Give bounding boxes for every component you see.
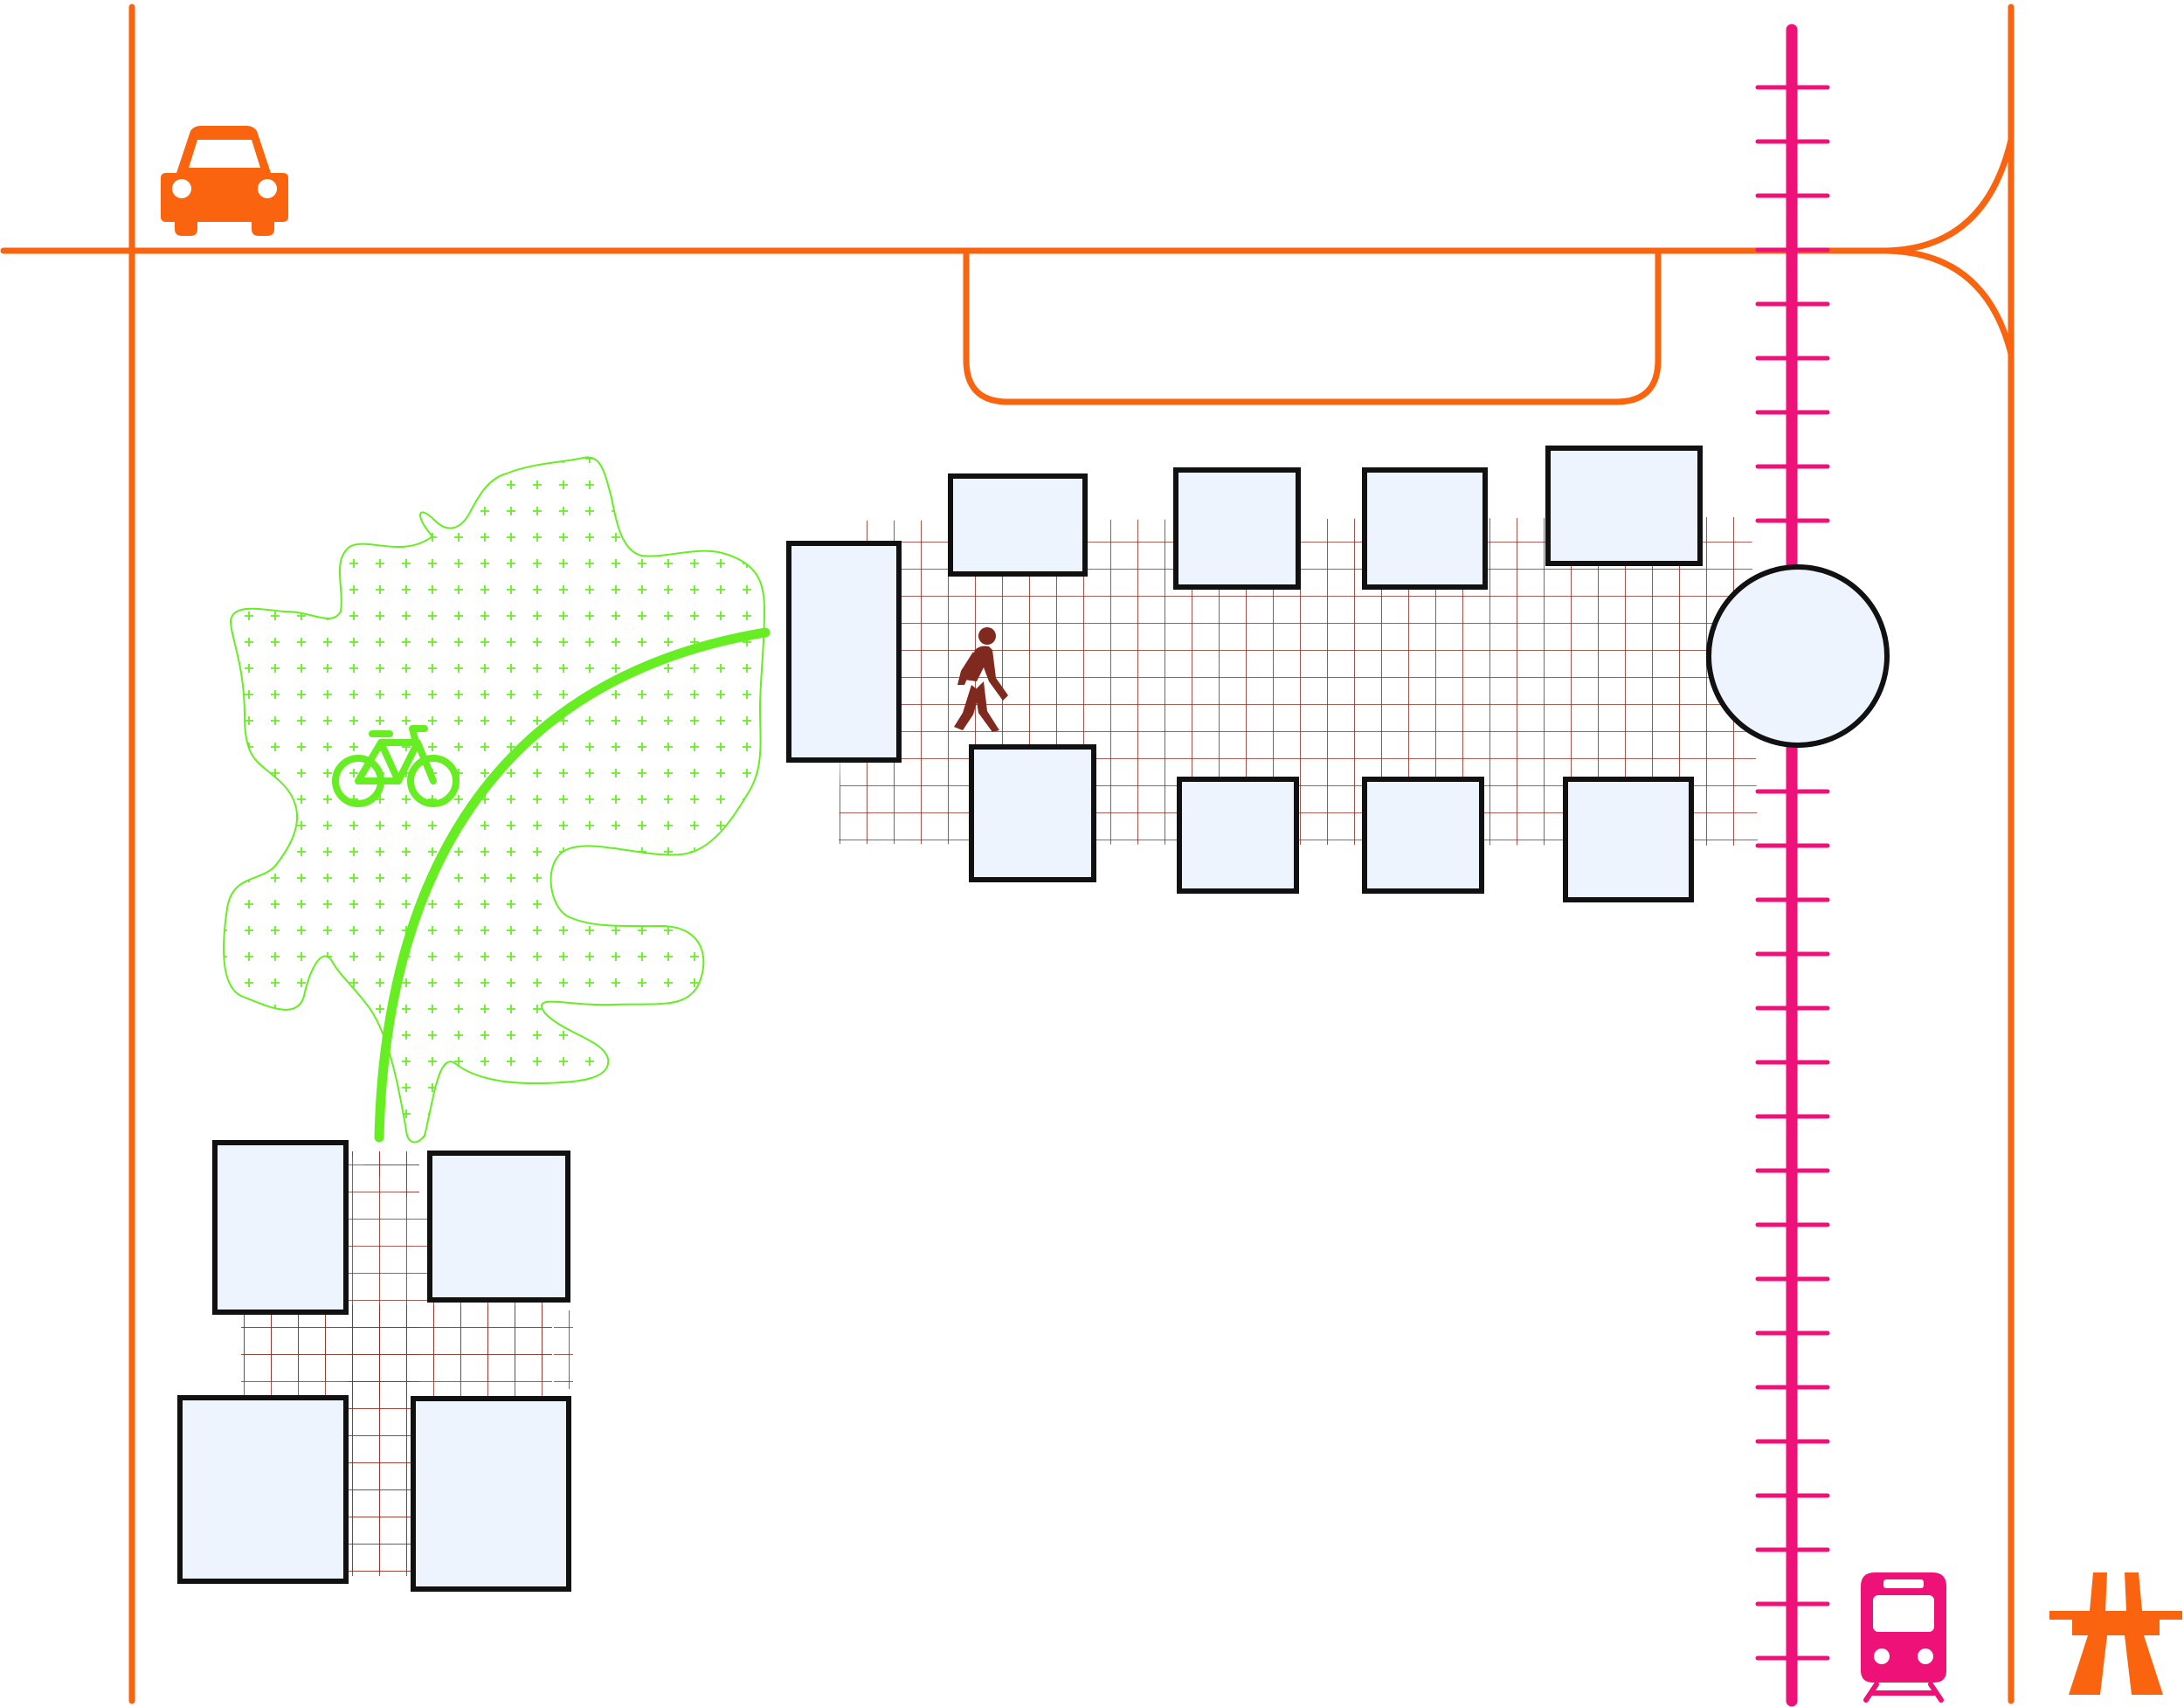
building-south-2	[1177, 777, 1299, 894]
cycle-path	[374, 627, 771, 1143]
plaza-sw-vertical	[348, 1151, 419, 1576]
building-south-1	[969, 744, 1096, 882]
green-park-area	[223, 456, 766, 1144]
rail-line	[1755, 24, 1830, 1707]
building-south-4	[1563, 777, 1694, 902]
building-sw-3	[177, 1395, 349, 1584]
bicycle-icon	[332, 725, 460, 807]
car-icon	[161, 126, 288, 236]
building-sw-1	[212, 1140, 349, 1315]
buildings	[177, 446, 1703, 1592]
station-circle	[1706, 564, 1890, 748]
train-icon	[1861, 1572, 1946, 1703]
building-north-1	[948, 473, 1088, 577]
rail-ties	[1755, 85, 1830, 1661]
motorway-icon	[2049, 1572, 2182, 1695]
motorway-junction-curve-upper	[1879, 136, 2015, 254]
building-north-4	[1545, 446, 1703, 566]
building-sw-2	[427, 1151, 570, 1303]
pedestrian-icon	[954, 627, 1008, 732]
building-tall-west	[786, 541, 902, 763]
building-sw-4	[411, 1396, 571, 1592]
building-north-2	[1173, 467, 1301, 590]
building-north-3	[1362, 467, 1488, 590]
parking-loop-road	[963, 250, 1662, 405]
road-network	[0, 3, 2015, 1704]
green-space	[223, 456, 766, 1144]
building-south-3	[1362, 777, 1484, 894]
motorway-junction-curve-lower	[1879, 247, 2015, 357]
